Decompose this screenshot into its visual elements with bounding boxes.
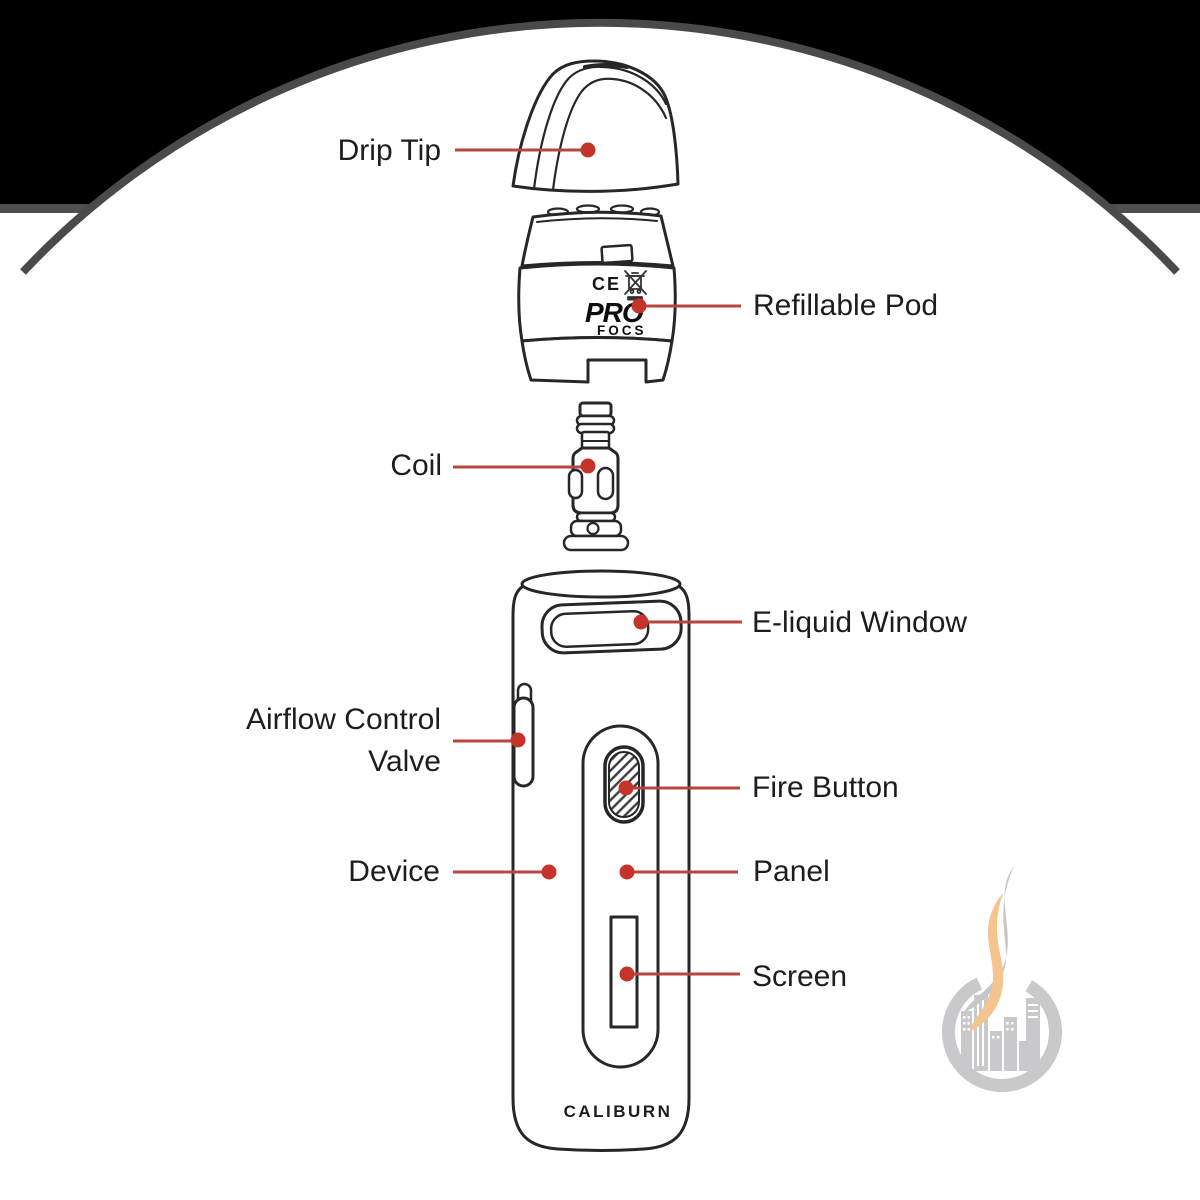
device-body-drawing <box>511 569 691 1152</box>
label-drip-tip: Drip Tip <box>337 134 441 167</box>
dot-airflow-valve <box>510 732 526 748</box>
dot-panel <box>619 864 635 880</box>
weee-bin-icon <box>624 270 647 301</box>
dot-e-liquid-window <box>633 614 649 630</box>
smoke-city-logo-icon <box>941 866 1062 1092</box>
leader-lines <box>453 148 742 976</box>
coil-side-slot-left <box>567 468 584 500</box>
label-fire-button: Fire Button <box>752 771 899 804</box>
label-coil: Coil <box>390 449 442 482</box>
dot-screen <box>619 966 635 982</box>
header-arc-stroke <box>20 18 1180 275</box>
device-brand-caliburn: CALIBURN <box>564 1102 673 1121</box>
dot-coil <box>580 458 596 474</box>
drip-tip-drawing <box>511 59 680 193</box>
dot-fire-button <box>618 780 634 796</box>
pod-ce-mark: CE <box>592 274 621 294</box>
coil-base-flange <box>562 534 630 552</box>
device-top-rim <box>520 569 682 599</box>
refillable-pod-drawing <box>517 204 677 384</box>
dot-refillable-pod <box>631 298 647 314</box>
dot-device <box>541 864 557 880</box>
label-airflow-control-valve: Airflow Control Valve <box>245 703 441 778</box>
pod-brand-focs: FOCS <box>597 323 647 338</box>
label-device: Device <box>348 855 440 888</box>
leader-dots <box>510 142 649 982</box>
logo-ring <box>941 977 1062 1092</box>
logo-building-windows <box>963 1000 1038 1066</box>
e-liquid-window-shape <box>540 599 683 655</box>
label-panel: Panel <box>753 855 830 888</box>
coil-drawing <box>562 401 630 552</box>
pod-top-window <box>600 243 634 265</box>
label-e-liquid-window: E-liquid Window <box>752 606 968 639</box>
label-refillable-pod: Refillable Pod <box>753 289 939 322</box>
pod-bottom-section <box>520 336 674 384</box>
label-screen: Screen <box>752 960 848 993</box>
logo-flame-swirl <box>969 893 1004 1032</box>
dot-drip-tip <box>580 142 596 158</box>
coil-side-slot-right <box>596 466 615 501</box>
